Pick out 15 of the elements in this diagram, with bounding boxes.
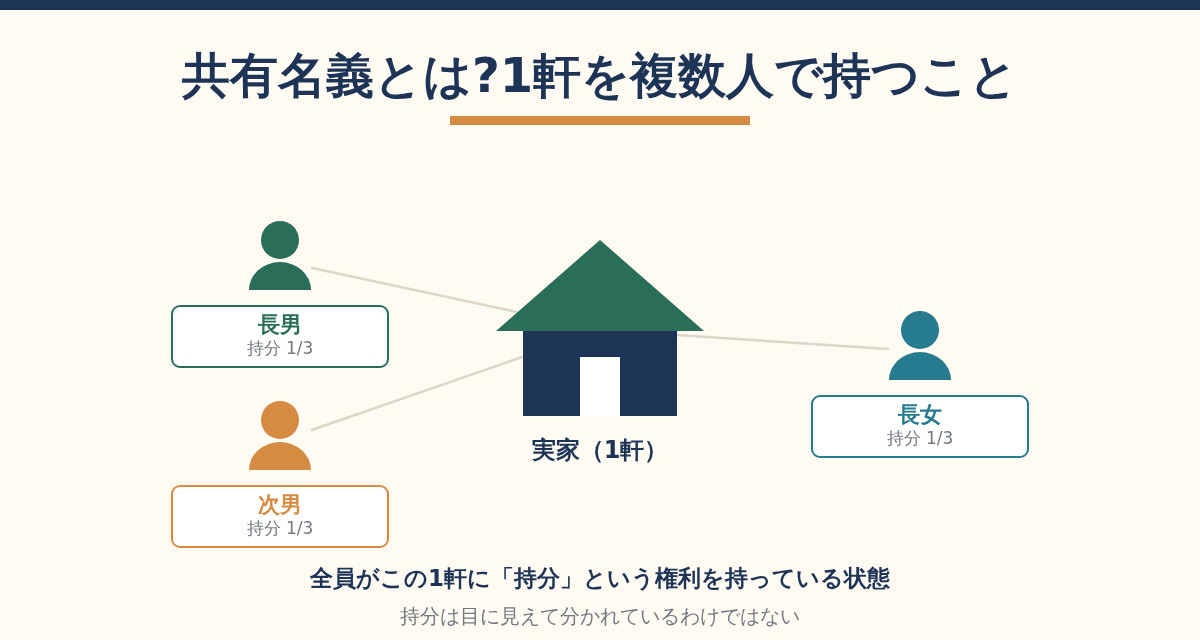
person-name: 長男 <box>258 311 302 338</box>
person-card <box>811 395 1029 458</box>
share-text: 持分 1/3 <box>246 338 314 359</box>
person-name: 次男 <box>258 491 302 518</box>
node-caption: 実家（1軒） <box>531 436 669 464</box>
summary-text: 全員がこの1軒に「持分」という権利を持っている状態 <box>310 565 890 591</box>
person-card <box>171 485 389 548</box>
person-card <box>171 305 389 368</box>
connector-line <box>310 266 518 314</box>
title: 共有名義とは?1軒を複数人で持つこと <box>181 47 1019 103</box>
note-text: 持分は目に見えて分かれているわけではない <box>400 604 800 628</box>
person-name: 長女 <box>898 401 942 428</box>
connector-line <box>310 355 524 432</box>
share-text: 持分 1/3 <box>246 518 314 539</box>
share-text: 持分 1/3 <box>886 428 954 449</box>
